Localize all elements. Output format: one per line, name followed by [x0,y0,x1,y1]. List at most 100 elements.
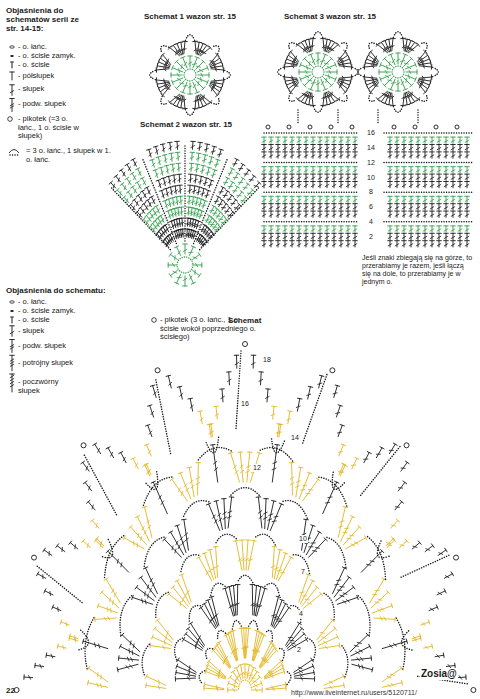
stitch-mark [316,91,321,92]
stitch-mark [283,244,287,246]
stitch-mark [190,152,195,153]
stitch-mark [444,137,449,138]
stitch-mark [446,145,447,151]
stitch-mark [451,240,456,241]
stitch-mark [416,185,420,187]
stitch-mark [283,236,287,238]
stitch-mark [439,226,440,232]
stitch-mark [321,81,324,85]
stitch-mark [228,215,232,217]
stitch-mark [291,65,294,68]
stitch-mark [460,196,461,202]
stitch-mark [264,241,265,247]
stitch-mark [299,137,300,143]
stitch-mark [283,240,288,241]
stitch-mark [209,161,213,162]
stitch-mark [168,186,173,188]
stitch-mark [285,241,286,247]
stitch-mark [154,211,156,215]
stitch-mark [444,140,448,142]
stitch-mark [297,151,302,152]
stitch-mark [397,241,398,247]
stitch-mark [402,196,407,197]
stitch-mark [402,181,407,182]
stitch-mark [156,157,161,158]
stitch-mark [290,166,295,167]
stitch-mark [444,144,449,145]
stitch-mark [234,207,238,209]
stitch-mark [204,155,205,163]
stitch-mark [202,159,206,161]
stitch-mark [430,144,435,145]
stitch-mark [180,196,182,204]
stitch-mark [195,169,199,171]
stitch-mark [290,244,294,246]
stitch-mark [269,177,273,179]
stitch-mark [418,145,419,151]
stitch-mark [326,72,337,73]
stitch-mark [221,207,225,208]
stitch-mark [297,170,301,172]
stitch-mark [197,41,202,43]
stitch-mark [444,199,448,201]
stitch-mark [444,236,448,238]
stitch-mark [409,155,413,157]
stitch-mark [191,141,196,142]
stitch-mark [325,137,330,138]
stitch-mark [264,226,265,232]
stitch-mark [187,218,189,226]
stitch-mark [181,42,183,54]
stitch-mark [334,167,335,173]
stitch-mark [178,178,181,180]
stitch-mark [217,196,221,198]
stitch-mark [390,241,391,247]
stitch-mark [297,203,302,204]
stitch-mark [176,163,181,164]
stitch-mark [353,151,358,152]
stitch-mark [422,76,425,79]
stitch-mark [208,222,212,223]
stitch-mark [312,38,313,51]
stitch-mark [416,240,421,241]
stitch-mark [335,63,337,67]
stitch-mark [346,53,349,57]
stitch-mark [162,148,165,151]
stitch-mark [278,174,279,180]
stitch-mark [149,150,151,158]
stitch-mark [467,196,468,202]
stitch-mark [341,233,342,239]
stitch-mark [220,199,224,201]
stitch-mark [225,211,229,213]
stitch-mark [395,170,399,172]
stitch-mark [239,178,243,184]
stitch-mark [451,225,456,226]
stitch-mark [193,84,196,88]
stitch-mark [419,66,432,67]
stitch-mark [286,83,288,87]
stitch-mark [388,233,393,234]
stitch-mark [299,145,300,151]
stitch-mark [405,93,407,105]
stitch-mark [206,216,209,223]
stitch-mark [269,214,273,216]
stitch-mark [348,167,349,173]
stitch-mark [409,140,413,142]
stitch-mark [451,155,455,157]
stitch-mark [269,203,274,204]
stitch-mark [328,48,332,49]
chain-stitches [339,43,347,51]
stitch-mark [293,83,297,85]
stitch-mark [322,45,325,48]
stitch-mark [395,203,400,204]
stitch-mark [311,170,315,172]
stitch-mark [229,169,232,176]
stitch-mark [171,75,182,76]
stitch-mark [333,100,337,103]
stitch-mark [202,87,205,90]
stitch-mark [425,241,426,247]
stitch-mark [215,229,219,231]
stitch-mark [283,229,287,231]
stitch-mark [339,170,343,172]
stitch-mark [210,60,214,62]
chain-stitches [289,93,297,101]
